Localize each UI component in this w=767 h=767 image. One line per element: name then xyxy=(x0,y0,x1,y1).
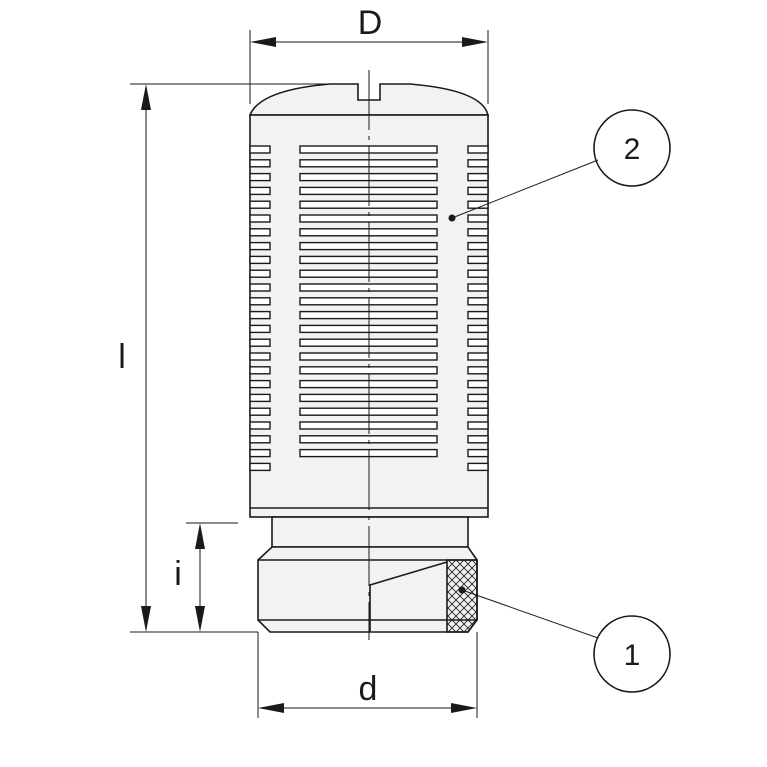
filter-slot xyxy=(467,269,489,278)
filter-slot xyxy=(467,214,489,223)
filter-slot xyxy=(249,214,271,223)
filter-slot xyxy=(249,297,271,306)
filter-slot xyxy=(249,255,271,265)
dimension-D-label: D xyxy=(358,4,383,42)
filter-slot xyxy=(249,421,271,430)
filter-slot xyxy=(249,366,271,375)
dimension-i-label: i xyxy=(174,555,182,593)
filter-cap xyxy=(248,83,490,116)
filter-slot xyxy=(249,172,271,182)
filter-slot xyxy=(467,297,489,306)
filter-slot xyxy=(249,200,271,209)
filter-slot xyxy=(249,435,271,444)
callout-1-label: 1 xyxy=(624,639,641,672)
dimension-i: i xyxy=(174,522,238,632)
callout-1: 1 xyxy=(458,586,671,693)
filter-slot xyxy=(249,462,271,472)
filter-slot xyxy=(249,379,271,389)
filter-slot xyxy=(249,338,271,347)
filter-slot xyxy=(249,145,271,154)
filter-slot xyxy=(467,393,489,403)
filter-slot xyxy=(249,324,271,334)
filter-slot xyxy=(467,283,489,292)
filter-slot xyxy=(467,310,489,320)
filter-slot xyxy=(249,283,271,292)
filter-slot xyxy=(467,448,489,458)
filter-slot xyxy=(467,145,489,154)
dimension-d: d xyxy=(257,632,478,718)
filter-slot xyxy=(467,186,489,196)
callout-2-label: 2 xyxy=(624,133,641,166)
filter-slot xyxy=(249,407,271,416)
filter-slot xyxy=(299,214,438,223)
slots-left-column xyxy=(249,145,271,472)
filter-slot xyxy=(467,324,489,334)
filter-slot xyxy=(249,186,271,196)
filter-slot xyxy=(467,462,489,472)
threaded-base xyxy=(257,546,478,633)
filter-slot xyxy=(249,228,271,237)
filter-slot xyxy=(249,393,271,403)
filter-slot xyxy=(249,159,271,168)
filter-neck xyxy=(271,516,469,548)
filter-slot xyxy=(467,241,489,251)
filter-slot xyxy=(249,269,271,278)
slots-right-column xyxy=(467,145,489,472)
filter-slot xyxy=(467,159,489,168)
dimension-d-label: d xyxy=(359,670,378,708)
filter-slot xyxy=(249,310,271,320)
filter-slot xyxy=(467,255,489,265)
filter-slot xyxy=(467,228,489,237)
dimension-D: D xyxy=(249,4,489,104)
filter-slot xyxy=(467,407,489,416)
filter-slot xyxy=(467,338,489,347)
dimension-l: l xyxy=(118,83,340,633)
filter-slot xyxy=(249,352,271,361)
filter-slot xyxy=(467,379,489,389)
seal-ring xyxy=(446,559,478,633)
filter-slot xyxy=(467,435,489,444)
filter-slot xyxy=(467,421,489,430)
callout-2: 2 xyxy=(448,109,671,222)
filter-slot xyxy=(467,352,489,361)
dimension-l-label: l xyxy=(118,338,126,376)
filter-slot xyxy=(249,241,271,251)
filter-slot xyxy=(467,366,489,375)
filter-slot xyxy=(249,448,271,458)
filter-slot xyxy=(467,172,489,182)
